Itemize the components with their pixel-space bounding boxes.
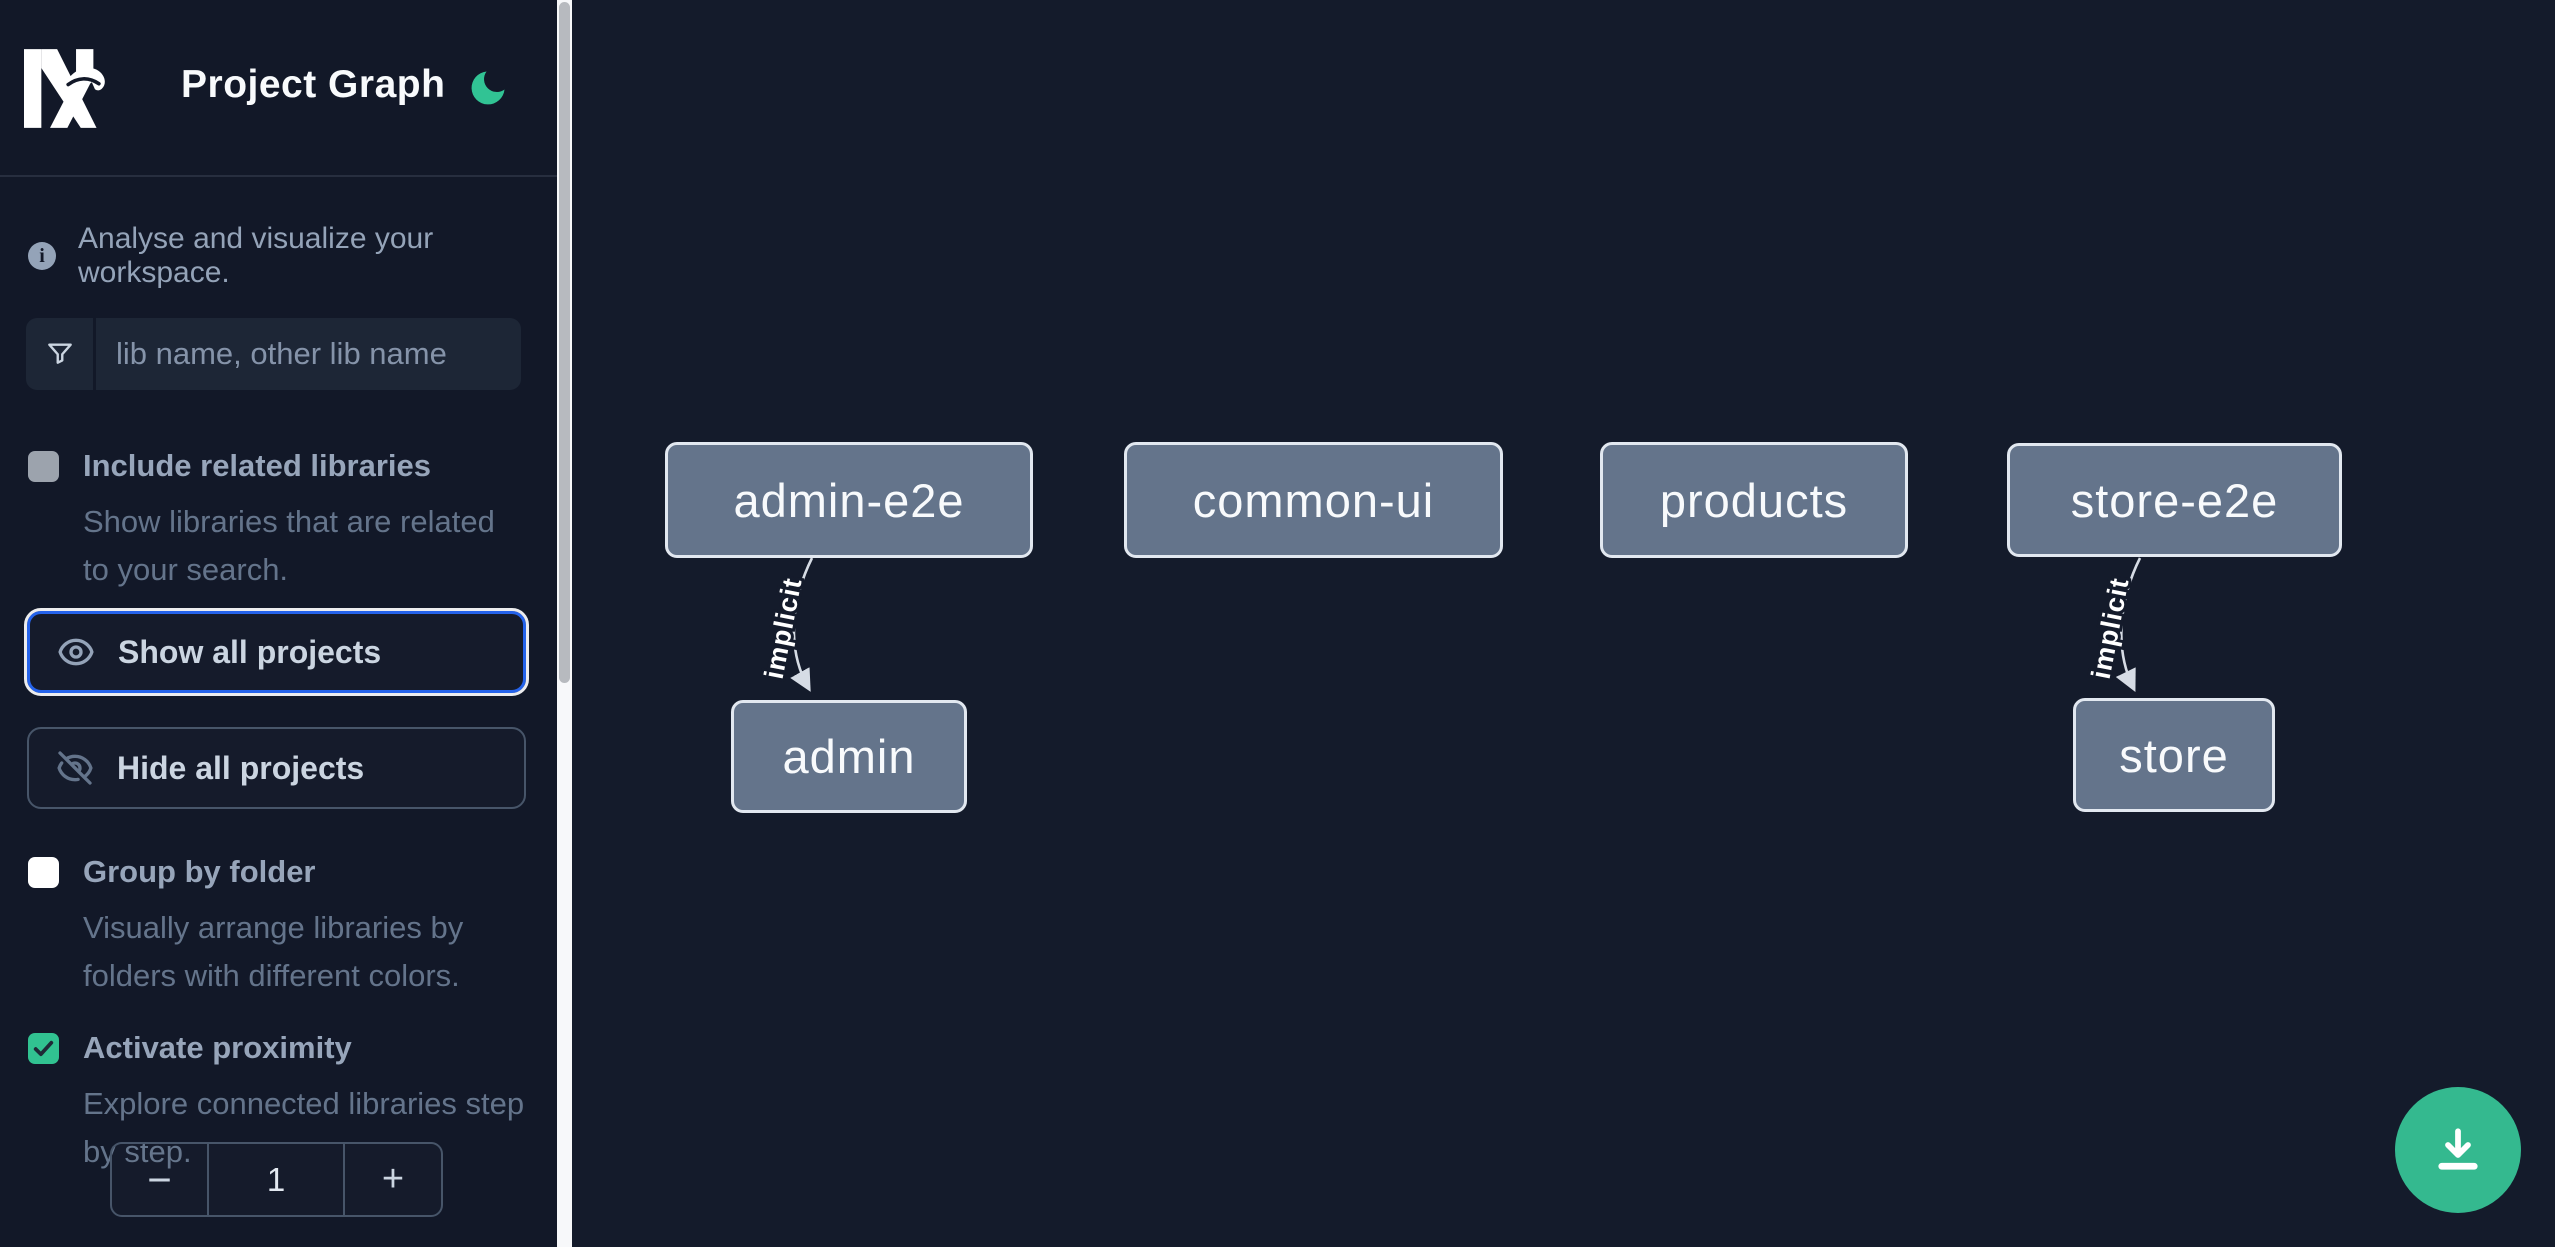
download-icon xyxy=(2438,1128,2478,1170)
sidebar-scrollbar[interactable] xyxy=(557,0,572,1247)
include-related-description: Show libraries that are related to your … xyxy=(83,504,495,587)
activate-proximity-option: Activate proximity Explore connected lib… xyxy=(28,1030,528,1176)
funnel-icon xyxy=(47,343,72,364)
show-all-projects-button[interactable]: Show all projects xyxy=(24,608,529,696)
workspace-tagline-row: i Analyse and visualize your workspace. xyxy=(28,222,528,290)
edge-label-implicit: implicit xyxy=(759,575,808,681)
project-node-products[interactable]: products xyxy=(1600,442,1908,558)
proximity-decrement-button[interactable]: − xyxy=(112,1144,209,1215)
search-input[interactable] xyxy=(96,318,521,390)
proximity-stepper: − 1 + xyxy=(110,1142,443,1217)
edge-admin-e2e-to-admin xyxy=(790,557,814,692)
group-by-folder-option: Group by folder Visually arrange librari… xyxy=(28,854,528,1000)
project-node-store[interactable]: store xyxy=(2073,698,2275,812)
sidebar: Project Graph i Analyse and visualize yo… xyxy=(0,0,557,1247)
eye-icon xyxy=(58,638,94,666)
edge-label-implicit: implicit xyxy=(2086,575,2135,681)
download-image-button[interactable] xyxy=(2395,1087,2521,1213)
edge-layer: implicit implicit xyxy=(756,557,2142,692)
moon-icon xyxy=(471,71,505,105)
sidebar-header: Project Graph xyxy=(0,0,557,177)
activate-proximity-label: Activate proximity xyxy=(83,1030,352,1065)
hide-all-projects-label: Hide all projects xyxy=(117,749,365,786)
hide-all-projects-button[interactable]: Hide all projects xyxy=(27,727,526,809)
activate-proximity-checkbox[interactable] xyxy=(28,1032,59,1064)
workspace-tagline: Analyse and visualize your workspace. xyxy=(78,222,434,289)
check-icon xyxy=(33,1040,54,1056)
group-by-folder-label: Group by folder xyxy=(83,854,316,889)
proximity-increment-button[interactable]: + xyxy=(343,1144,441,1215)
info-icon: i xyxy=(28,242,56,270)
include-related-option: Include related libraries Show libraries… xyxy=(28,448,528,594)
project-node-common-ui[interactable]: common-ui xyxy=(1124,442,1503,558)
nx-logo xyxy=(24,49,105,128)
eye-slash-icon xyxy=(57,751,93,785)
page-title: Project Graph xyxy=(181,63,446,106)
project-node-admin[interactable]: admin xyxy=(731,700,967,813)
edge-store-e2e-to-store xyxy=(2115,557,2142,692)
show-all-projects-label: Show all projects xyxy=(118,633,382,670)
project-node-admin-e2e[interactable]: admin-e2e xyxy=(665,442,1033,558)
sidebar-scrollbar-thumb[interactable] xyxy=(559,2,570,683)
include-related-label: Include related libraries xyxy=(83,448,432,483)
include-related-checkbox[interactable] xyxy=(28,450,59,482)
filter-icon-segment xyxy=(26,318,96,390)
theme-toggle-button[interactable] xyxy=(466,66,510,110)
project-graph-canvas[interactable]: implicit implicit admin-e2e common-ui pr… xyxy=(572,0,2555,1247)
group-by-folder-description: Visually arrange libraries by folders wi… xyxy=(83,910,464,993)
proximity-value: 1 xyxy=(266,1160,286,1198)
search-box xyxy=(26,318,521,390)
activate-proximity-description: Explore connected libraries step by step… xyxy=(83,1086,525,1169)
project-node-store-e2e[interactable]: store-e2e xyxy=(2007,443,2342,557)
group-by-folder-checkbox[interactable] xyxy=(28,856,59,888)
